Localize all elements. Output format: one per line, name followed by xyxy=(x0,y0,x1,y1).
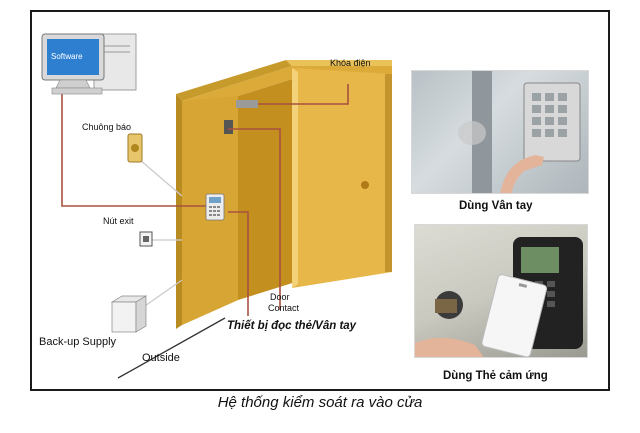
card-reader-device xyxy=(205,193,225,221)
alarm-bell-icon xyxy=(127,133,143,163)
chuong-bao-label: Chuông báo xyxy=(82,122,132,132)
fingerprint-photo xyxy=(411,70,589,194)
fingerprint-keypad-illustration xyxy=(458,71,581,193)
door-leaf xyxy=(292,68,392,288)
lock-box xyxy=(224,120,233,134)
computer-icon xyxy=(41,33,137,95)
card-reader-illustration xyxy=(415,237,583,357)
card-label: Dùng Thẻ cảm ứng xyxy=(443,370,548,382)
door-knob xyxy=(361,181,369,189)
floor-line xyxy=(117,317,226,379)
nut-exit-label: Nút exit xyxy=(103,216,134,226)
electric-lock xyxy=(236,100,258,108)
door-contact-line2: Contact xyxy=(268,303,300,313)
fingerprint-label: Dùng Vân tay xyxy=(459,200,533,212)
backup-supply-icon xyxy=(110,295,148,333)
door-contact-line1: Door xyxy=(270,292,290,302)
exit-button-icon xyxy=(139,231,153,247)
reader-label: Thiết bị đọc thẻ/Vân tay xyxy=(227,320,357,332)
wires xyxy=(61,84,349,316)
khoa-dien-label: Khóa điện xyxy=(330,58,371,68)
grey-wires xyxy=(139,159,183,309)
door-frame xyxy=(176,60,392,329)
diagram-caption: Hệ thống kiểm soát ra vào cửa xyxy=(217,394,423,411)
card-photo xyxy=(414,224,588,358)
backup-supply-label: Back-up Supply xyxy=(39,336,117,348)
outside-label: Outside xyxy=(142,352,180,364)
software-label: Software xyxy=(51,52,83,61)
